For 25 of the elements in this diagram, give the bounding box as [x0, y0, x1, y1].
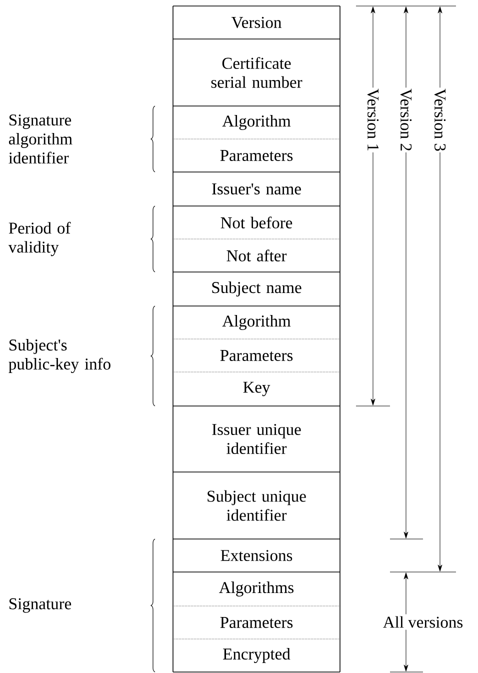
table-cell: Parameters	[172, 606, 340, 640]
table-cell: Issuer's name	[172, 172, 340, 206]
table-cell: Key	[172, 372, 340, 406]
group-label: Signature	[10, 598, 72, 613]
table-cell: Encrypted	[172, 638, 340, 672]
group-label: Period of validity	[8, 222, 71, 256]
table-cell: Algorithms	[172, 572, 340, 606]
group-label: Signature algorithm identifier	[8, 114, 72, 164]
table-cell: Parameters	[172, 138, 340, 172]
group-label: Subject's public-key info	[8, 339, 110, 373]
table-cell: Parameters	[172, 338, 340, 372]
table-cell: Algorithm	[172, 306, 340, 340]
version-label: Version 1	[366, 88, 380, 152]
table-cell: Algorithm	[172, 106, 340, 140]
version-label: All versions	[380, 614, 466, 630]
version-label: Version 2	[399, 88, 413, 152]
table-cell: Subject unique identifier	[172, 472, 340, 540]
table-cell: Certificate serial number	[172, 38, 340, 106]
table-cell: Version	[172, 6, 340, 40]
table-cell: Not after	[172, 238, 340, 272]
table-cell: Subject name	[172, 272, 340, 306]
table-cell: Issuer unique identifier	[172, 406, 340, 472]
version-label: Version 3	[433, 88, 447, 152]
table-cell: Extensions	[172, 538, 340, 572]
table-cell: Not before	[172, 206, 340, 240]
